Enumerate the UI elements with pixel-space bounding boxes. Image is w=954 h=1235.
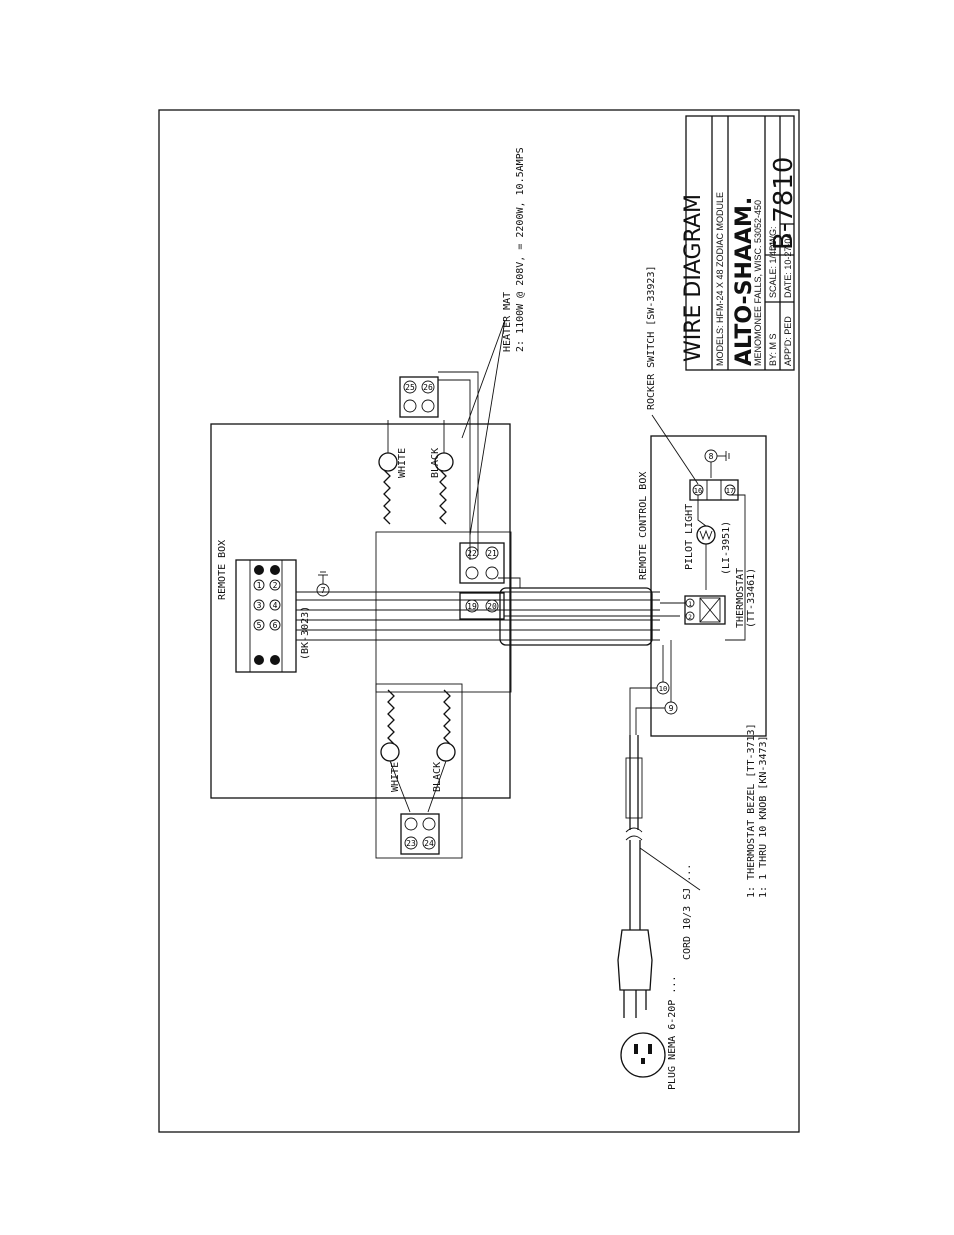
svg-text:22: 22 [467, 549, 477, 558]
plug-note: PLUG NEMA 6-20P ... [667, 976, 678, 1090]
plug-icon [617, 929, 653, 1018]
svg-text:2: 2 [273, 581, 278, 590]
thermostat-label: THERMOSTAT [735, 568, 746, 628]
conduit-sleeve [499, 587, 653, 646]
svg-text:17: 17 [726, 487, 734, 495]
svg-text:21: 21 [487, 549, 497, 558]
heater-rating-label: 2: 1100W @ 208V, = 2200W, 10.5AMPS [515, 147, 526, 352]
remote-box-label: REMOTE BOX [217, 540, 228, 600]
thermostat: 1 2 [684, 595, 726, 625]
scale-text: SCALE: 1/4=1' [768, 239, 778, 298]
svg-text:26: 26 [423, 383, 433, 392]
svg-text:9: 9 [669, 704, 674, 713]
remote-control-box-outline [650, 435, 767, 737]
inner-box-outline [375, 531, 512, 693]
by-text: BY: M S [768, 333, 778, 366]
svg-text:3: 3 [257, 601, 262, 610]
block-part-label: (BK-3023) [300, 606, 311, 660]
svg-text:19: 19 [467, 602, 477, 611]
lower-heater: WHITE BLACK [375, 683, 463, 859]
black-label-lower: BLACK [432, 762, 443, 792]
upper-heater: WHITE BLACK [378, 420, 454, 525]
note-knob: 1: 1 THRU 10 KNOB [KN-3473] [758, 735, 769, 898]
pilot-light-part: (LI-3951) [721, 521, 732, 575]
white-label-upper: WHITE [397, 448, 408, 478]
dwg-label-text: DWG: [768, 227, 778, 252]
remote-box-outline [210, 423, 511, 799]
svg-text:8: 8 [709, 452, 714, 461]
rocker-leader-line [651, 414, 699, 485]
terminal-block-25-26 [399, 376, 439, 418]
pilot-light-icon [696, 525, 716, 545]
terminal-block: 1 2 3 4 5 6 (BK-3023) [235, 559, 311, 673]
note-bezel: 1: THERMOSTAT BEZEL [TT-3713] [746, 723, 757, 898]
svg-text:7: 7 [321, 586, 326, 595]
rocker-switch-label: ROCKER SWITCH [SW-33923] [646, 266, 657, 411]
power-cord [625, 735, 701, 930]
drawing-border [158, 109, 800, 1133]
black-label-upper: BLACK [430, 448, 441, 478]
rocker-switch: 16 17 [689, 479, 739, 501]
svg-text:24: 24 [424, 839, 434, 848]
svg-text:4: 4 [273, 601, 278, 610]
heater-leader-line-2 [469, 319, 506, 536]
pilot-light-label: PILOT LIGHT [684, 504, 695, 570]
thermostat-part: (TT-33461) [746, 568, 757, 628]
svg-text:20: 20 [487, 602, 497, 611]
receptacle-face-icon [620, 1032, 666, 1078]
models-text: MODELS: HFM-24 X 48 ZODIAC MODULE [715, 192, 725, 366]
title-block: WIRE DIAGRAM MODELS: HFM-24 X 48 ZODIAC … [681, 115, 799, 371]
drawing-number-text: B-7810 [769, 157, 799, 250]
appd-text: APP'D: PED [783, 316, 793, 366]
heater-mat-label: HEATER MAT [502, 292, 513, 352]
cord-note: CORD 10/3 SJ ... [682, 864, 693, 960]
white-label-lower: WHITE [390, 762, 401, 792]
svg-text:25: 25 [405, 383, 415, 392]
svg-text:6: 6 [273, 621, 278, 630]
svg-text:5: 5 [257, 621, 262, 630]
location-text: MENOMONEE FALLS, WISC. 53052-450 [753, 200, 763, 366]
svg-text:16: 16 [694, 487, 702, 495]
svg-text:2: 2 [688, 614, 692, 621]
svg-text:23: 23 [406, 839, 416, 848]
remote-control-box-label: REMOTE CONTROL BOX [638, 472, 649, 580]
brand-logo-text: ALTO-SHAAM. [732, 197, 757, 366]
terminal-block-23-24 [400, 813, 440, 855]
heater-leader-line [461, 319, 506, 439]
terminal-block-21-22 [459, 542, 505, 584]
svg-text:1: 1 [688, 601, 692, 608]
title-text: WIRE DIAGRAM [681, 194, 706, 362]
svg-text:10: 10 [659, 685, 667, 693]
date-text: DATE: 10-27-04 [783, 234, 793, 298]
svg-text:1: 1 [257, 581, 262, 590]
conduit-wires [296, 577, 680, 646]
